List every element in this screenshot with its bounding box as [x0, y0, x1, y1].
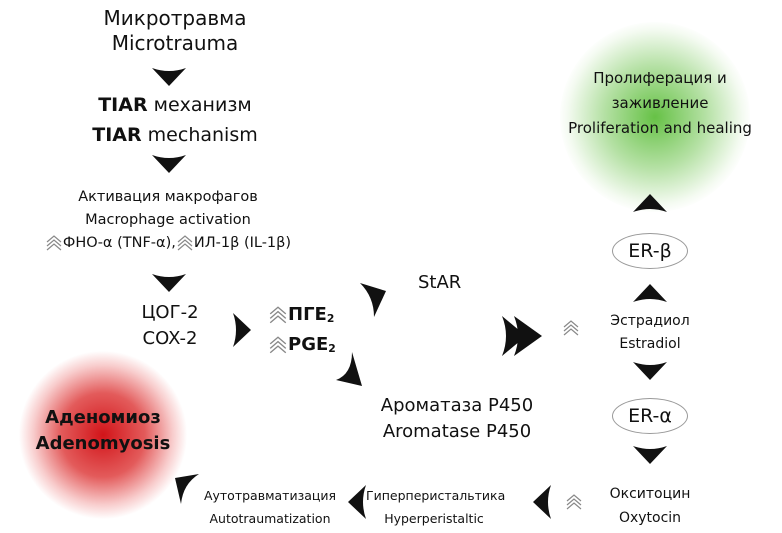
adenomyosis-glow	[18, 350, 188, 520]
node-pge: ПГЕ2 PGE2	[268, 302, 336, 362]
increase-icon	[177, 235, 193, 251]
arrowhead-left-icon	[533, 485, 551, 519]
node-tiar: TIAR механизм TIAR mechanism	[60, 90, 290, 150]
node-er-alpha: ER-α	[612, 398, 688, 434]
arrowhead-left-icon	[348, 485, 366, 519]
macrophage-ru: Активация макрофагов	[78, 189, 258, 205]
increase-icon	[269, 336, 287, 354]
autotrauma-ru: Аутотравматизация	[203, 488, 337, 503]
increase-icon	[46, 235, 62, 251]
pge-ru: ПГЕ	[288, 304, 327, 325]
arrowhead-down-icon	[152, 155, 186, 173]
hyperperistaltic-ru: Гиперперистальтика	[366, 488, 506, 503]
proliferation-ru-1: Пролиферация и	[593, 69, 727, 87]
proliferation-en: Proliferation and healing	[568, 119, 752, 137]
node-star: StAR	[418, 272, 462, 293]
tiar-en: mechanism	[147, 124, 258, 146]
node-autotraumatization: Аутотравматизация Autotraumatization	[194, 484, 346, 530]
tnf-label: ФНО-α (TNF-α),	[62, 235, 176, 251]
tiar-bold-2: TIAR	[92, 124, 142, 146]
node-proliferation: Пролиферация и заживление Proliferation …	[540, 66, 780, 141]
double-arrow-right-icon	[502, 316, 542, 356]
hyperperistaltic-en: Hyperperistaltic	[384, 511, 484, 526]
microtrauma-en: Microtrauma	[111, 31, 239, 55]
arrowhead-down-icon	[633, 446, 667, 464]
arrowhead-right-icon	[233, 313, 251, 347]
oxytocin-ru: Окситоцин	[609, 486, 691, 502]
adenomyosis-ru: Аденомиоз	[45, 407, 161, 428]
aromatase-ru: Ароматаза P450	[380, 395, 534, 416]
pge-ru-sub: 2	[326, 312, 335, 325]
arrowhead-upleft-icon	[175, 474, 199, 504]
estradiol-ru: Эстрадиол	[610, 313, 690, 329]
node-adenomyosis: Аденомиоз Adenomyosis	[18, 405, 188, 457]
node-hyperperistaltic: Гиперперистальтика Hyperperistaltic	[366, 484, 506, 530]
il-label: ИЛ-1β (IL-1β)	[193, 235, 292, 251]
arrowhead-up-icon	[633, 284, 667, 302]
node-microtrauma: Микротравма Microtrauma	[70, 6, 280, 56]
arrowhead-down-icon	[152, 274, 186, 292]
macrophage-en: Macrophage activation	[85, 212, 251, 228]
pge-en-sub: 2	[328, 342, 336, 355]
cox-ru: ЦОГ-2	[141, 302, 199, 323]
aromatase-en: Aromatase P450	[382, 421, 532, 442]
microtrauma-ru: Микротравма	[103, 6, 247, 30]
node-estradiol: Эстрадиол Estradiol	[590, 310, 710, 356]
arrowhead-up-icon	[633, 194, 667, 212]
proliferation-glow	[560, 22, 750, 212]
arrowhead-down-icon	[152, 68, 186, 86]
node-macrophage: Активация макрофагов Macrophage activati…	[0, 186, 336, 255]
arrowhead-upright-icon	[360, 283, 386, 317]
estradiol-en: Estradiol	[619, 336, 681, 352]
autotrauma-en: Autotraumatization	[209, 511, 331, 526]
pge-en: PGE	[288, 334, 329, 355]
node-er-beta: ER-β	[612, 233, 688, 269]
adenomyosis-en: Adenomyosis	[35, 433, 171, 454]
increase-icon	[269, 306, 287, 324]
tiar-ru: механизм	[153, 94, 252, 116]
arrowhead-down-icon	[633, 362, 667, 380]
arrowhead-downright-icon	[336, 352, 362, 386]
proliferation-ru-2: заживление	[611, 94, 709, 112]
increase-icon	[563, 320, 579, 336]
cox-en: COX-2	[142, 328, 198, 349]
increase-icon	[566, 494, 582, 510]
tiar-bold-1: TIAR	[98, 94, 148, 116]
node-oxytocin: Окситоцин Oxytocin	[590, 482, 710, 530]
node-cox: ЦОГ-2 COX-2	[120, 300, 220, 352]
node-aromatase: Ароматаза P450 Aromatase P450	[362, 393, 552, 445]
oxytocin-en: Oxytocin	[618, 510, 682, 526]
